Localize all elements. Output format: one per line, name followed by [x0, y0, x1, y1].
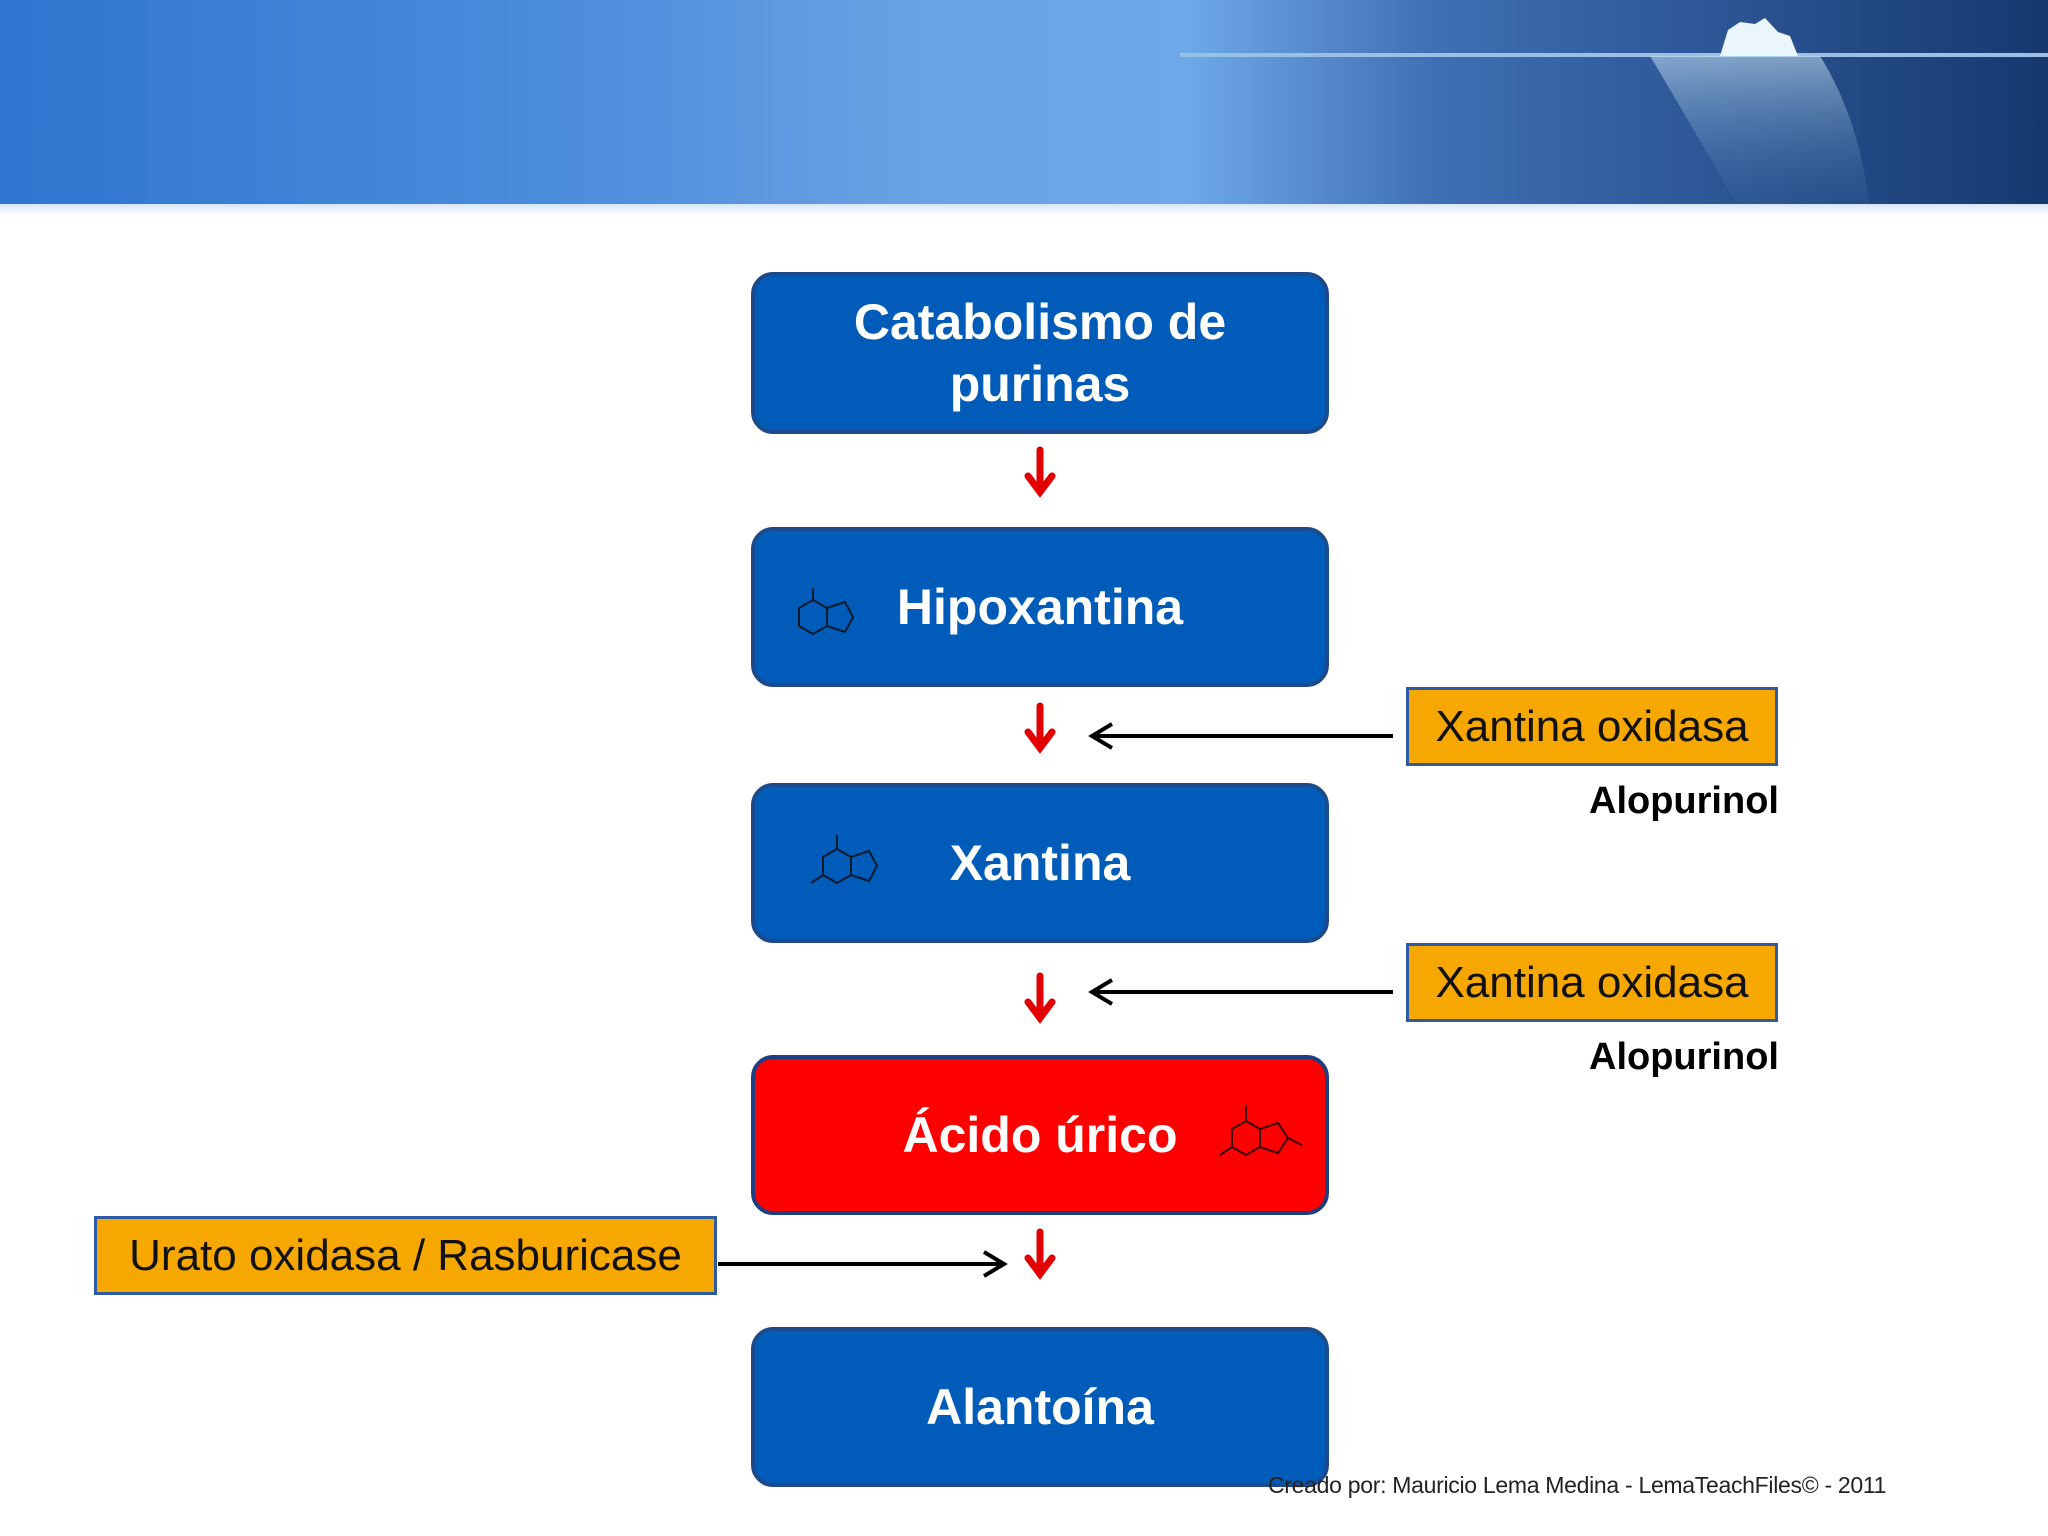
iceberg-image [1180, 18, 2048, 210]
flow-arrow-2 [1024, 702, 1056, 754]
enzyme-xantina-oxidasa-2: Xantina oxidasa [1406, 943, 1778, 1022]
enzyme-urato-oxidasa: Urato oxidasa / Rasburicase [94, 1216, 717, 1295]
node-label: Ácido úrico [902, 1107, 1178, 1163]
node-label: Xantina [949, 835, 1131, 891]
enzyme-label: Xantina oxidasa [1435, 957, 1749, 1007]
enzyme-arrow-3 [718, 1250, 1008, 1278]
flow-arrow-1 [1024, 446, 1056, 498]
enzyme-label: Urato oxidasa / Rasburicase [129, 1230, 682, 1280]
hipoxantina-molecule-icon [798, 588, 855, 636]
node-catabolismo-de-purinas: Catabolismo de purinas [751, 272, 1329, 434]
enzyme-label: Xantina oxidasa [1435, 701, 1749, 751]
enzyme-arrow-2 [1088, 978, 1393, 1006]
inhibitor-alopurinol-1: Alopurinol [1589, 780, 1779, 822]
node-alantoina: Alantoína [751, 1327, 1329, 1487]
flow-arrow-3 [1024, 972, 1056, 1024]
inhibitor-alopurinol-2: Alopurinol [1589, 1036, 1779, 1078]
node-hipoxantina: Hipoxantina [751, 527, 1329, 687]
acido-urico-molecule-icon [1219, 1105, 1303, 1157]
header-shadow [0, 204, 2048, 216]
node-label: Catabolismo de purinas [853, 294, 1227, 412]
enzyme-xantina-oxidasa-1: Xantina oxidasa [1406, 687, 1778, 766]
credit-text: Creado por: Mauricio Lema Medina - LemaT… [1268, 1472, 1887, 1498]
node-label: Alantoína [926, 1379, 1154, 1435]
xantina-molecule-icon [810, 835, 879, 885]
enzyme-arrow-1 [1088, 722, 1393, 750]
flow-arrow-4 [1024, 1228, 1056, 1280]
node-xantina: Xantina [751, 783, 1329, 943]
node-label: Hipoxantina [896, 579, 1184, 635]
node-acido-urico: Ácido úrico [751, 1055, 1329, 1215]
